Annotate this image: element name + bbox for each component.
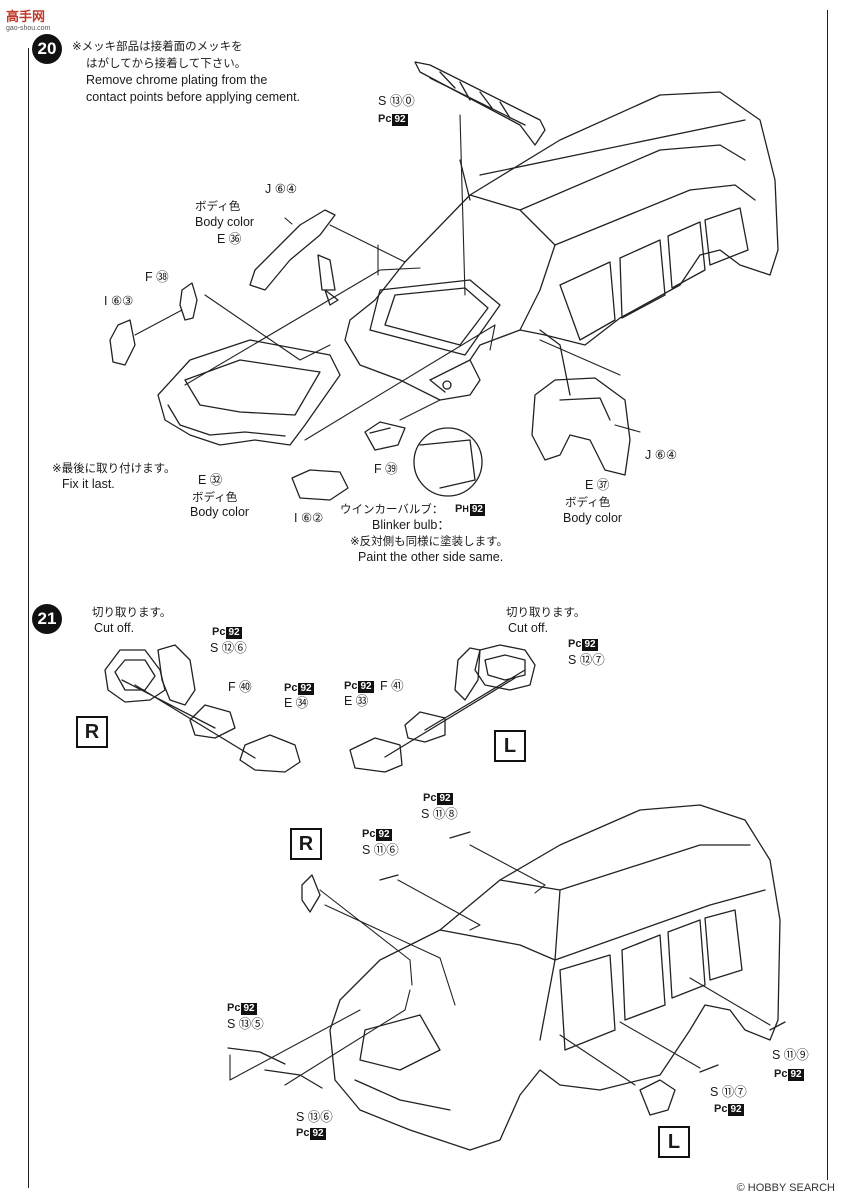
fender-flare-rear	[531, 377, 631, 476]
step-20-badge: 20	[32, 34, 62, 64]
paint-other-side-en: Paint the other side same.	[358, 550, 504, 564]
part-label-s119: S ⑪⑨	[772, 1048, 809, 1062]
bracket-part	[179, 282, 198, 321]
wiper-parts	[227, 1047, 323, 1089]
blinker-part	[364, 421, 406, 451]
fix-last-en: Fix it last.	[62, 477, 115, 491]
body-color-en-e37: Body color	[563, 511, 623, 525]
body-color-jp-e37: ボディ色	[565, 495, 611, 509]
cut-off-jp-left: 切り取ります。	[92, 605, 172, 619]
fix-last-jp: ※最後に取り付けます。	[52, 461, 176, 475]
body-color-jp-e32: ボディ色	[192, 490, 238, 504]
part-label-s126: S ⑫⑥	[210, 641, 247, 655]
blinker-bulb-en: Blinker bulb：	[372, 518, 450, 532]
hood-part	[157, 339, 341, 446]
part-label-s135: S ⑬⑤	[227, 1017, 264, 1031]
side-label-l-mirror: L	[494, 730, 526, 762]
cut-off-en-left: Cut off.	[94, 621, 135, 635]
step-21-badge: 21	[32, 604, 62, 634]
part-label-e36: E ㊱	[217, 232, 242, 246]
suv-body-step21	[329, 804, 781, 1151]
part-label-f41: F ㊶	[380, 679, 404, 693]
part-label-e34: E ㉞	[284, 696, 309, 710]
body-color-en-e32: Body color	[190, 505, 250, 519]
watermark: © HOBBY SEARCH	[736, 1182, 835, 1194]
part-label-j64-right: J ⑥④	[645, 448, 678, 462]
side-label-l-body: L	[658, 1126, 690, 1158]
lens-part-left	[109, 319, 136, 366]
mirror-r-assembly	[104, 644, 301, 773]
part-label-f39: F ㊴	[374, 462, 398, 476]
fender-flare-front	[249, 209, 339, 306]
part-label-i63: I ⑥③	[104, 294, 134, 308]
blinker-detail-circle	[413, 427, 483, 497]
cut-off-jp-right: 切り取ります。	[506, 605, 586, 619]
chrome-note-en-1: Remove chrome plating from the	[86, 73, 268, 87]
mirror-l-assembly	[349, 644, 536, 773]
cut-off-en-right: Cut off.	[508, 621, 549, 635]
roof-spoiler-part	[414, 61, 546, 146]
part-label-j64-top: J ⑥④	[265, 182, 298, 196]
side-mirror-l-small	[639, 1079, 676, 1116]
side-mirror-r-small	[301, 874, 321, 913]
part-label-s118: S ⑪⑧	[421, 807, 458, 821]
part-label-e33: E ㉝	[344, 694, 369, 708]
part-label-e37: E ㊲	[585, 478, 610, 492]
body-color-jp-e36: ボディ色	[195, 199, 241, 213]
paint-other-side-jp: ※反対側も同様に塗装します。	[350, 534, 508, 548]
part-label-s117: S ⑪⑦	[710, 1085, 747, 1099]
part-label-e32: E ㉜	[198, 473, 223, 487]
part-label-s130: S ⑬⓪	[378, 94, 415, 108]
part-label-f40: F ㊵	[228, 680, 252, 694]
frame-line-right	[827, 10, 828, 1180]
blinker-bulb-jp: ウインカーバルブ：	[340, 502, 444, 516]
chrome-note-en-2: contact points before applying cement.	[86, 90, 301, 104]
site-logo: 高手网 gao-shou.com	[6, 10, 51, 32]
part-label-s127: S ⑫⑦	[568, 653, 605, 667]
part-label-s116: S ⑪⑥	[362, 843, 399, 857]
part-label-f38: F ㊳	[145, 270, 169, 284]
side-label-r-mirror: R	[76, 716, 108, 748]
chrome-note-jp-1: ※メッキ部品は接着面のメッキを	[72, 39, 243, 53]
frame-line-left	[28, 48, 29, 1188]
part-label-s136: S ⑬⑥	[296, 1110, 333, 1124]
body-color-en-e36: Body color	[195, 215, 255, 229]
chrome-note-jp-2: はがしてから接着して下さい。	[86, 56, 247, 70]
door-handle-parts	[379, 831, 786, 1073]
leader-lines-step20	[134, 114, 641, 441]
leader-lines-step21	[229, 844, 771, 1086]
suv-body-step20	[344, 91, 779, 401]
lens-part-bottom	[291, 469, 349, 501]
side-label-r-body: R	[290, 828, 322, 860]
part-label-i62: I ⑥②	[294, 511, 324, 525]
